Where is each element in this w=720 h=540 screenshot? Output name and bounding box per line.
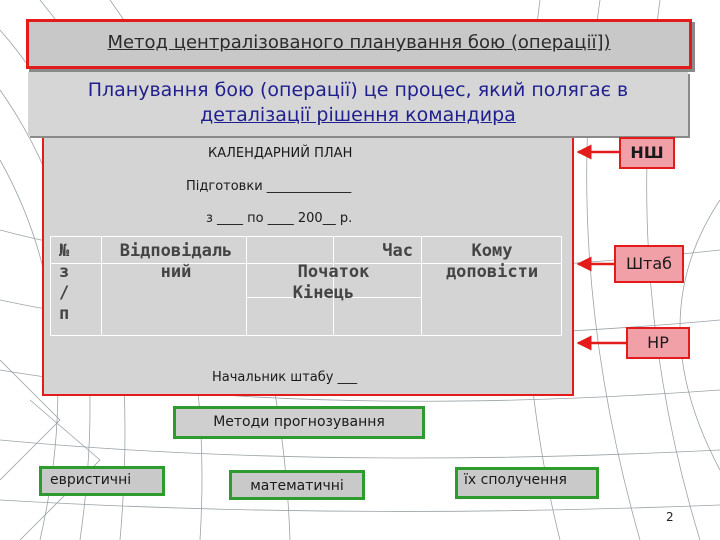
heuristic-methods-box: евристичні [39, 466, 165, 496]
side-box-nr: НР [626, 327, 690, 359]
combination-methods-box: їх сполучення [455, 467, 599, 499]
plan-preparation: Підготовки _____________ [186, 179, 352, 194]
page-title: Метод централізованого планування бою (о… [107, 32, 611, 53]
table-header-number: № з / п [59, 241, 70, 324]
plan-dates: з ____ по ____ 200__ р. [206, 211, 353, 226]
mathematical-methods-box: математичні [229, 470, 365, 500]
table-header-time: Час Початок Кінець [292, 241, 413, 303]
table-header-report-to: Кому доповісти [445, 241, 539, 282]
table-header-responsible: Відповідаль ний [119, 241, 233, 282]
plan-title: КАЛЕНДАРНИЙ ПЛАН [208, 146, 353, 161]
forecasting-methods-box: Методи прогнозування [173, 406, 425, 439]
definition-text: Планування бою (операції) це процес, яки… [28, 78, 688, 128]
side-box-nsh: НШ [619, 137, 675, 169]
definition-line-2: деталізації рішення командира [200, 104, 516, 126]
title-banner: Метод централізованого планування бою (о… [26, 19, 692, 69]
side-box-shtab: Штаб [614, 245, 684, 283]
definition-line-1: Планування бою (операції) це процес, яки… [87, 79, 629, 101]
calendar-plan-panel [42, 132, 574, 396]
definition-banner: Планування бою (операції) це процес, яки… [28, 72, 688, 136]
plan-chief-of-staff: Начальник штабу ___ [212, 370, 358, 385]
page-number: 2 [666, 510, 674, 524]
plan-table: № з / п Відповідаль ний Час Початок Кіне… [50, 236, 562, 336]
